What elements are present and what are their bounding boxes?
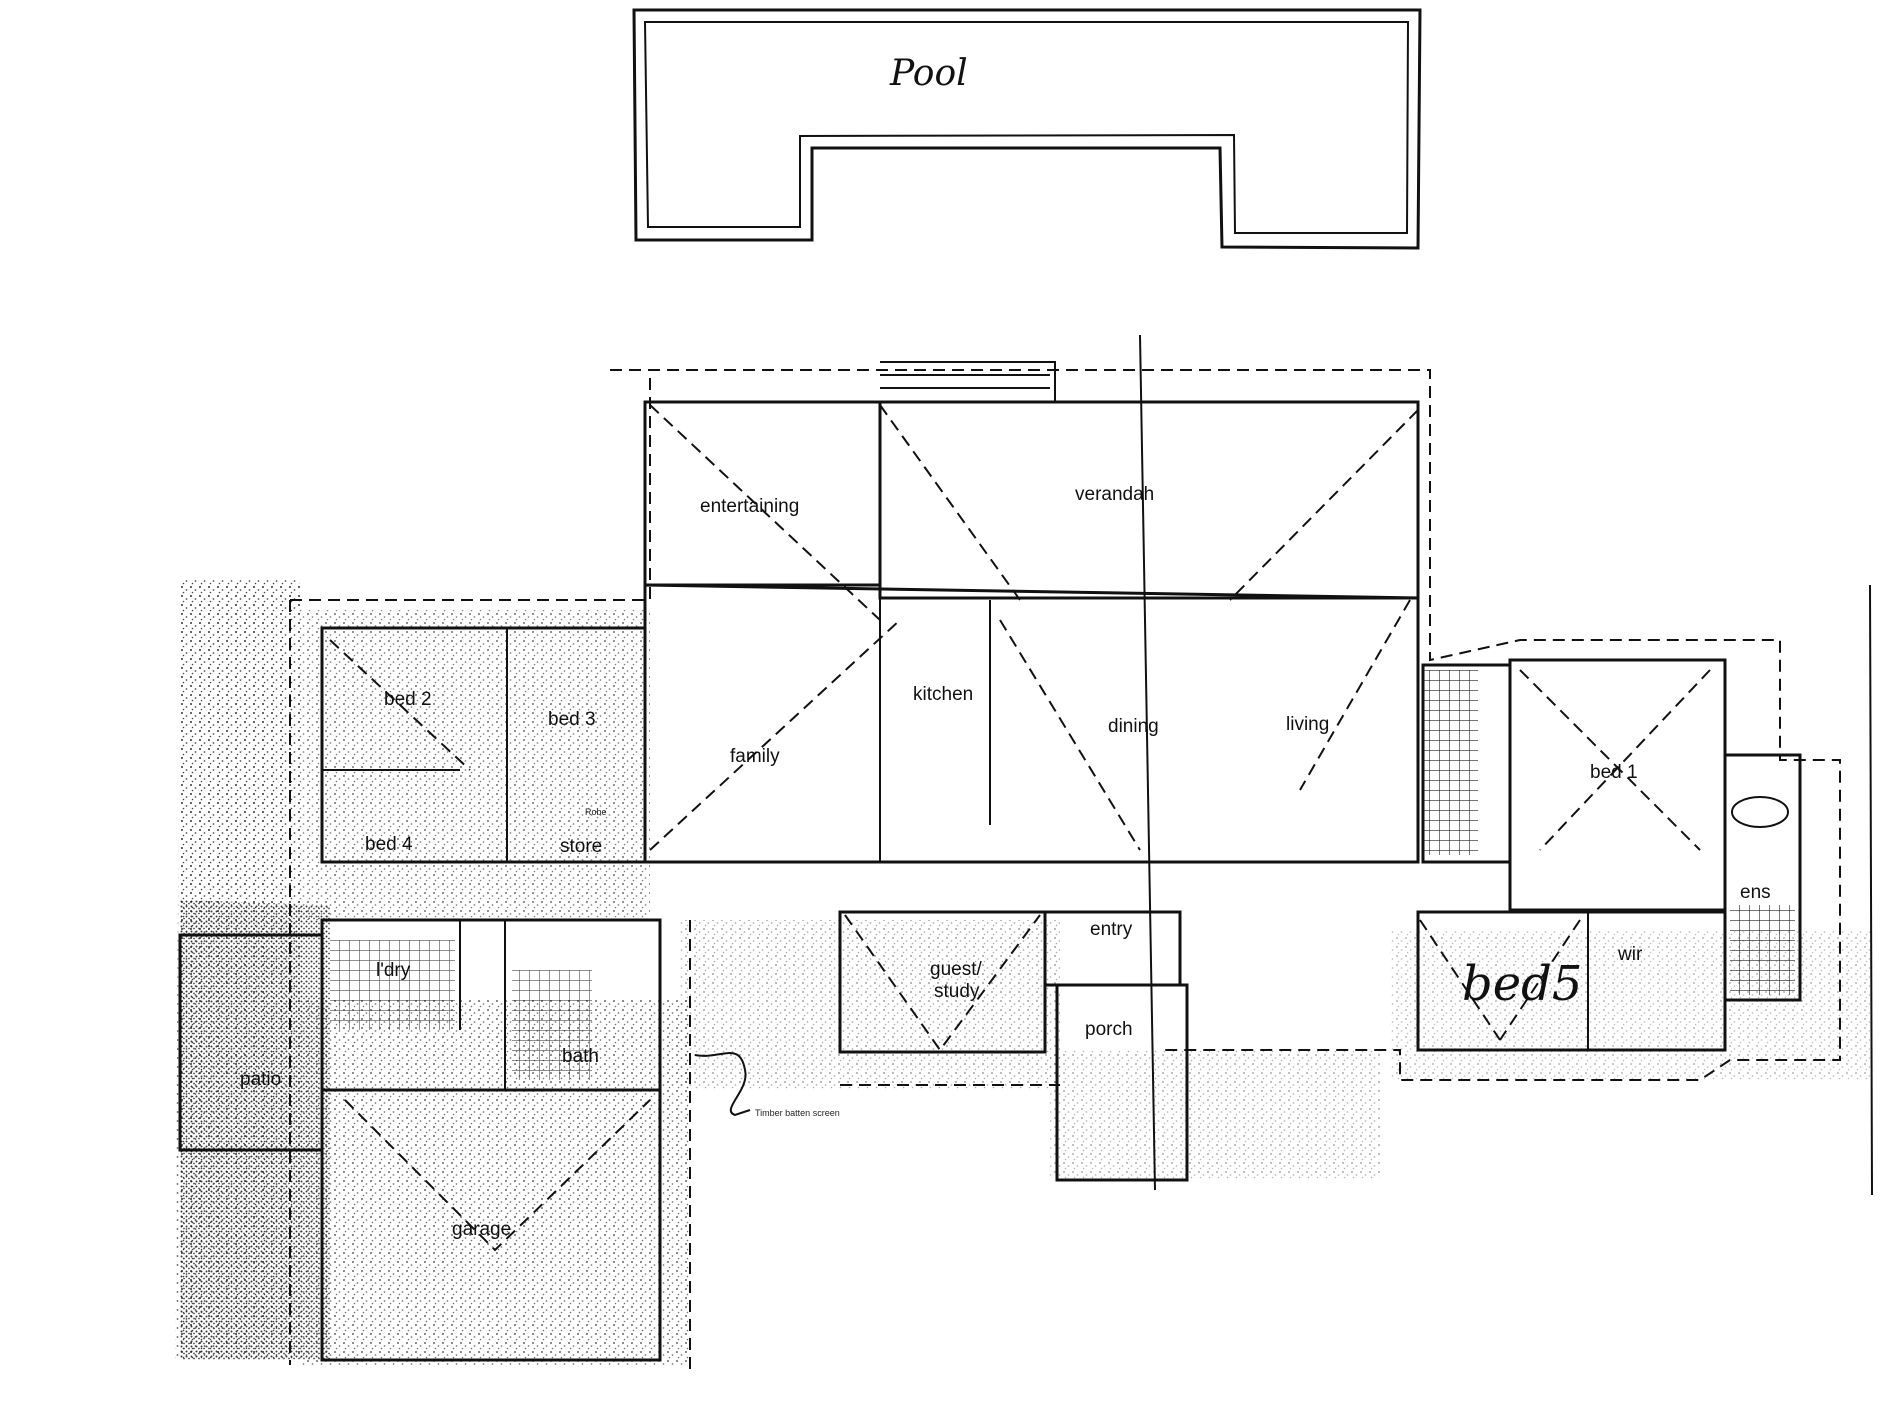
living-label: living xyxy=(1286,714,1329,735)
entry-label: entry xyxy=(1090,919,1133,940)
pool: Pool xyxy=(632,8,1422,250)
garage-label: garage xyxy=(452,1219,511,1240)
bed3-label: bed 3 xyxy=(548,709,596,730)
bath-label: bath xyxy=(562,1046,599,1067)
bed2-label: bed 2 xyxy=(384,689,432,710)
robe-label: Robe xyxy=(585,807,607,817)
ens-label: ens xyxy=(1740,882,1771,903)
guest-study-label: guest/ study xyxy=(930,959,987,1002)
bed4-label: bed 4 xyxy=(365,834,413,855)
house-walls xyxy=(178,334,1873,1370)
pool-label: Pool xyxy=(889,53,968,94)
bed5-label: bed5 xyxy=(1462,956,1582,1012)
study-label: study xyxy=(934,981,980,1002)
room-labels: entertaining verandah bed 2 bed 3 bed 4 … xyxy=(240,484,1771,1240)
porch-label: porch xyxy=(1085,1019,1133,1040)
kitchen-label: kitchen xyxy=(913,684,973,705)
store-label: store xyxy=(560,836,602,857)
timber-batten-note: Timber batten screen xyxy=(755,1108,840,1118)
bed1-label: bed 1 xyxy=(1590,762,1638,783)
entertaining-label: entertaining xyxy=(700,496,799,517)
laundry-label: l'dry xyxy=(376,960,411,981)
guest-label: guest/ xyxy=(930,959,982,980)
wir-label: wir xyxy=(1617,944,1643,965)
patio-label: patio xyxy=(240,1069,281,1090)
family-label: family xyxy=(730,746,780,767)
dining-label: dining xyxy=(1108,716,1159,737)
verandah-label: verandah xyxy=(1075,484,1154,505)
